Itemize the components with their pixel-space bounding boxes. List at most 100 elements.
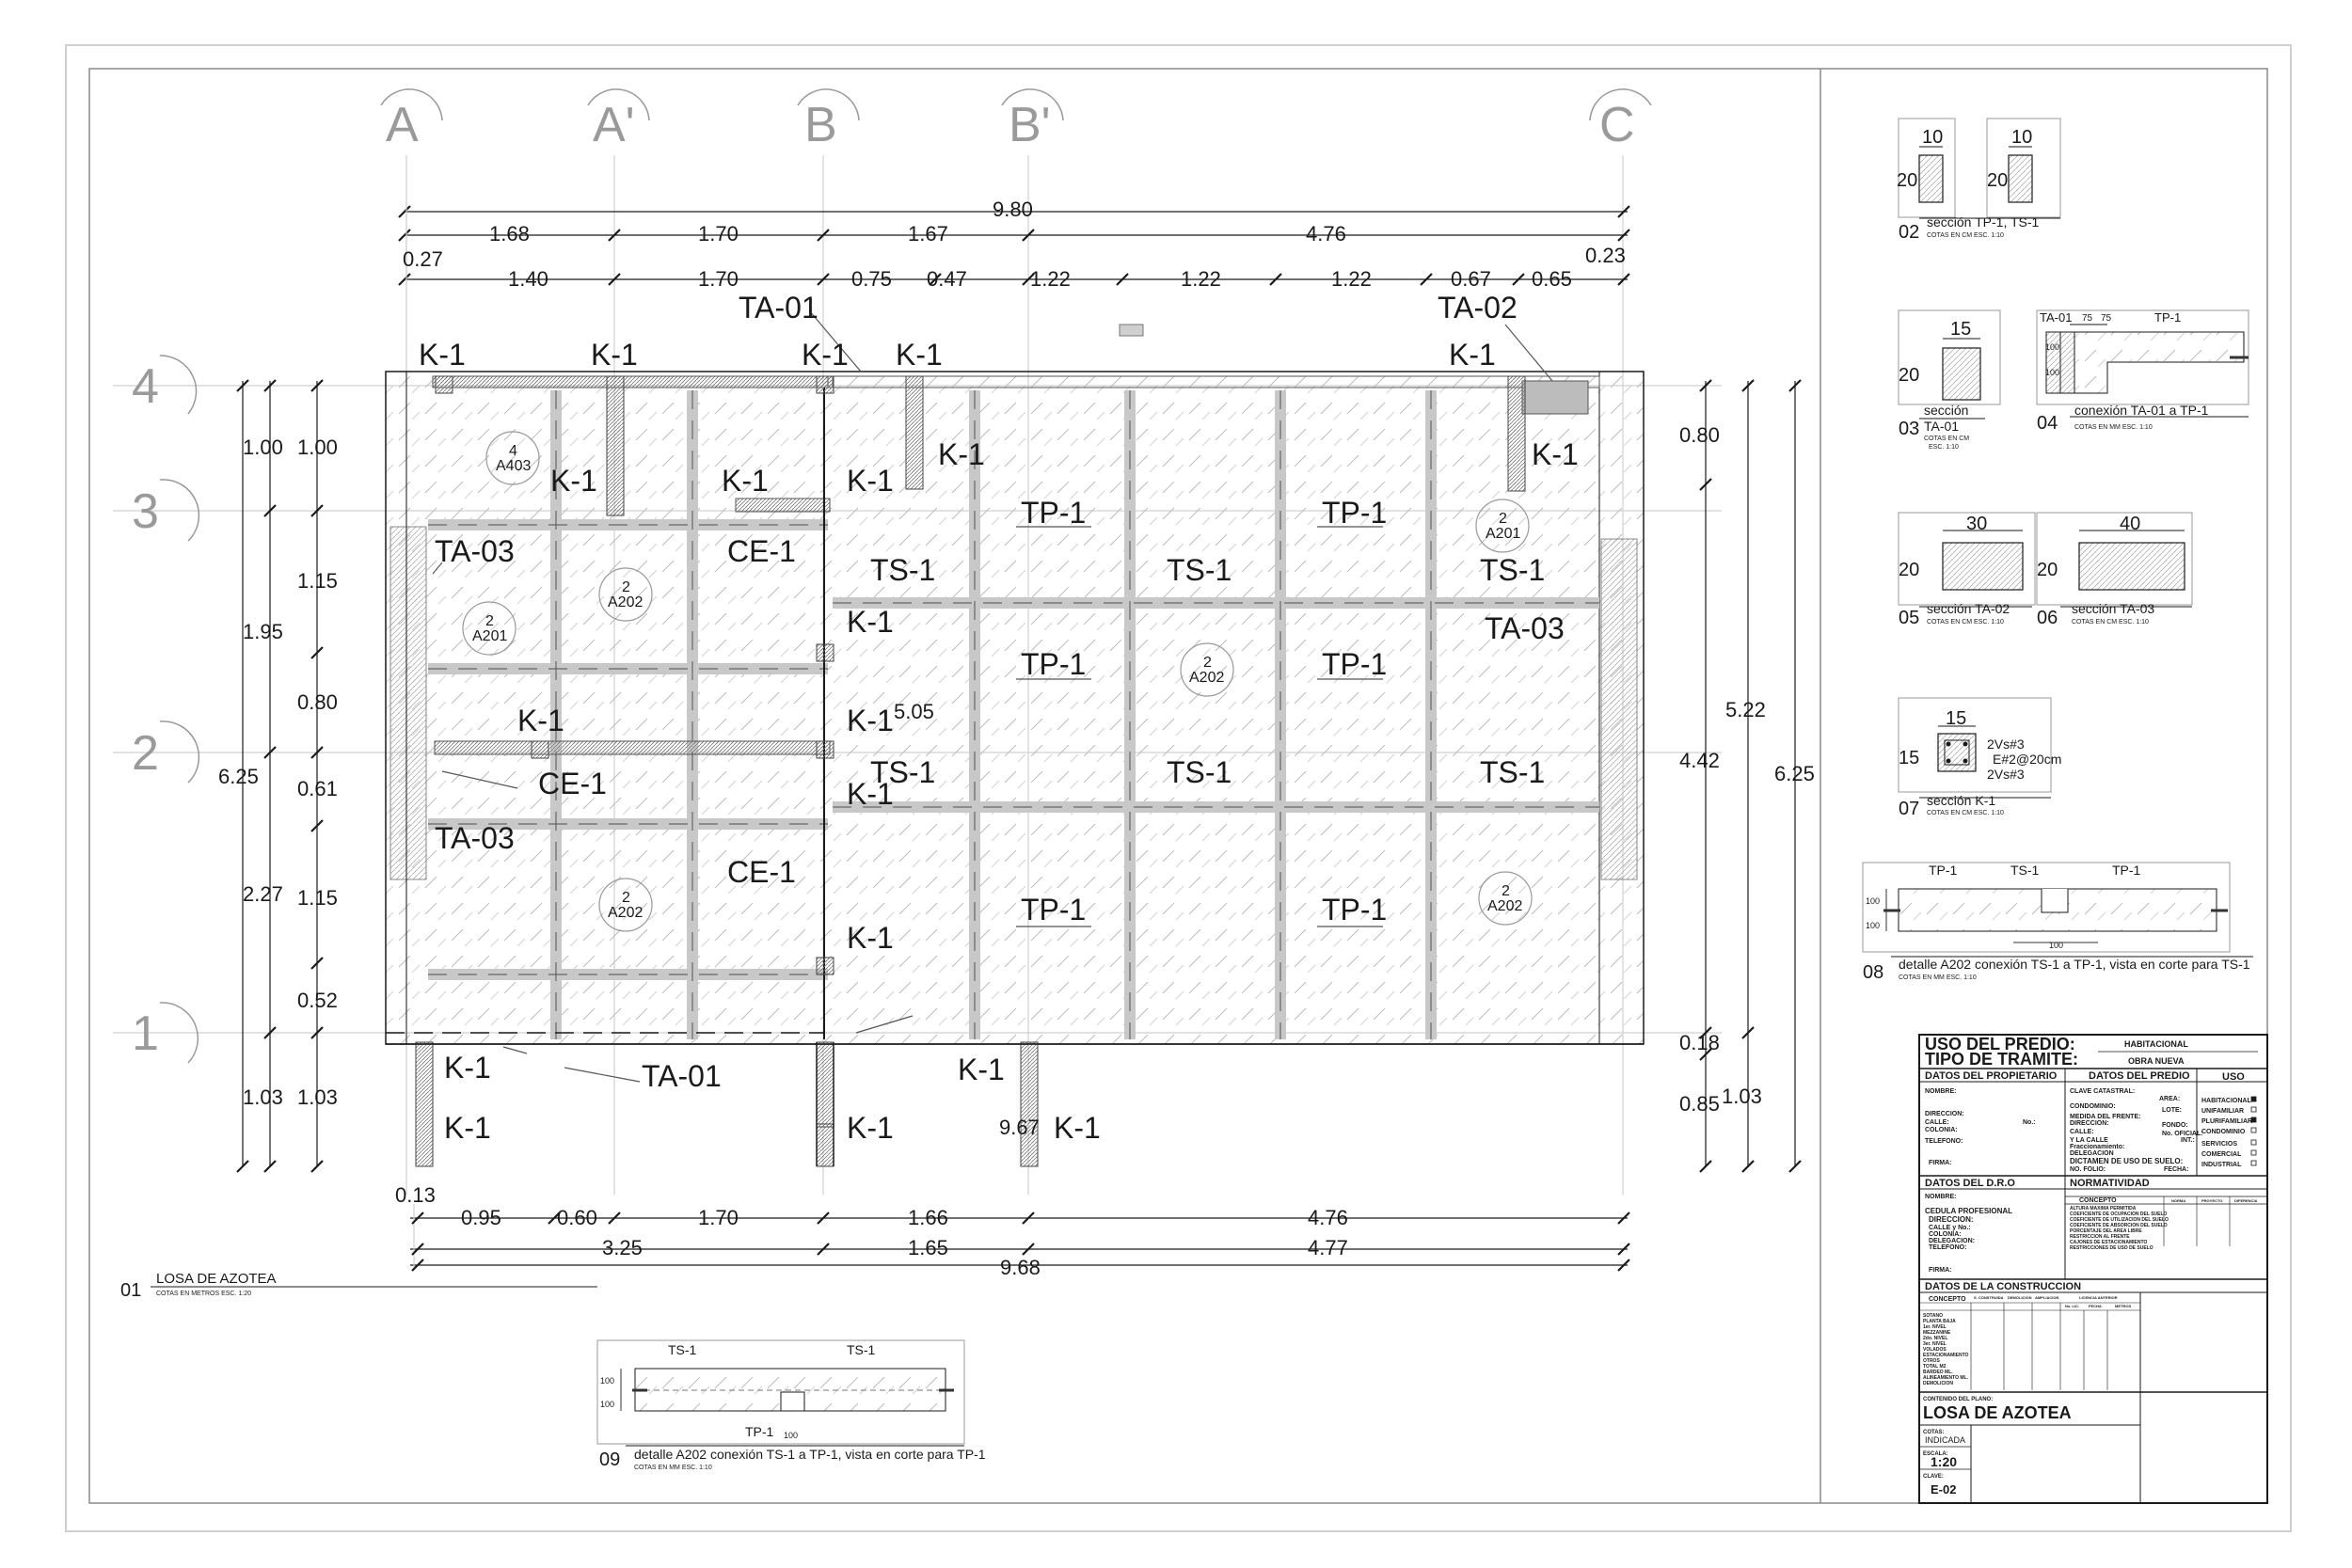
dim-center-v2: 9.67	[999, 1116, 1040, 1139]
bottom-dimension-text: 0.13 0.95 0.60 1.70 1.66 4.76 3.25 1.65 …	[395, 1183, 1348, 1279]
d03-name-a: sección	[1924, 403, 1968, 418]
detail-04: TA-01 TP-1 75 75 100 100 04 conexión TA-…	[2036, 309, 2249, 434]
element-labels: K-1 K-1 K-1 K-1 K-1 K-1 K-1 K-1 K-1 K-1 …	[419, 291, 1579, 1145]
tb-dro-f3: DIRECCION:	[1929, 1215, 1974, 1224]
tb-const-row-6: 3er. NIVEL	[1923, 1341, 1947, 1347]
dim-top2-9: 0.65	[1532, 267, 1572, 291]
tb-uso-head: USO	[2222, 1071, 2245, 1083]
tb-const-head: DATOS DE LA CONSTRUCCION	[1925, 1281, 2081, 1292]
label-ta01-top: TA-01	[739, 291, 818, 325]
detail-05: 30 20 05 sección TA-02 COTAS EN CM ESC. …	[1898, 512, 2036, 628]
axis-label-b: B	[804, 98, 837, 152]
dim-top-2: 1.70	[698, 222, 739, 245]
d04-dim-75-a: 75	[2082, 313, 2093, 324]
tb-uso-item-5: SERVICIOS	[2201, 1141, 2237, 1148]
row-axes: 4 3 2 1	[132, 355, 200, 1064]
ref-a403-num: 4	[509, 443, 517, 459]
label-k1: K-1	[938, 437, 985, 471]
d07-name: sección K-1	[1927, 793, 1995, 808]
d08-num: 08	[1863, 962, 1883, 983]
label-tp1: TP-1	[1021, 496, 1086, 530]
column-axes: A A' B B' C	[380, 88, 1652, 152]
tb-const-col-3: AMPLIACION	[2035, 1295, 2058, 1300]
label-k1: K-1	[419, 338, 466, 372]
label-ta01-bottom: TA-01	[642, 1059, 722, 1093]
label-tp1: TP-1	[1322, 647, 1387, 681]
axis-label-2: 2	[132, 726, 159, 781]
dim-top2-7: 1.22	[1331, 267, 1372, 291]
label-ta03: TA-03	[1485, 611, 1565, 645]
d02-h-2: 20	[1987, 170, 2008, 191]
tb-tramite-value: OBRA NUEVA	[2128, 1056, 2185, 1066]
tb-escala-label: ESCALA:	[1923, 1451, 1948, 1457]
tb-norm-row-8: RESTRICCIONES DE USO DE SUELO	[2070, 1245, 2153, 1251]
tp-beams	[550, 390, 1437, 1039]
ref-a201-num: 2	[485, 613, 494, 629]
tb-predio-f2: CONDOMINIO:	[2070, 1103, 2116, 1110]
dim-top2-6: 1.22	[1181, 267, 1221, 291]
label-k1: K-1	[444, 1051, 491, 1085]
label-ts1: TS-1	[870, 553, 935, 587]
dim-center-v1: 5.05	[894, 700, 934, 723]
d09-dim-2: 100	[600, 1400, 614, 1409]
label-k1: K-1	[444, 1111, 491, 1145]
tb-tramite-label: TIPO DE TRAMITE:	[1925, 1050, 2078, 1069]
tb-norm-row-2: COEFICIENTE DE OCUPACION DEL SUELO	[2070, 1212, 2168, 1217]
dim-left-inner-7: 1.03	[297, 1085, 338, 1109]
leader-lines	[432, 309, 1553, 1083]
d02-w-2: 10	[2011, 127, 2032, 148]
top-dimensions	[398, 198, 1630, 376]
uso-checkboxes	[2250, 1096, 2257, 1166]
tb-norm-col-3: DIFERENCIA	[2234, 1198, 2258, 1203]
label-tp1: TP-1	[1322, 893, 1387, 927]
tb-dro-f2: CEDULA PROFESIONAL	[1925, 1207, 2012, 1215]
d04-dim-100-b: 100	[2045, 368, 2059, 377]
d06-note: COTAS EN CM ESC. 1:10	[2072, 619, 2149, 626]
d02-name: sección TP-1, TS-1	[1927, 214, 2040, 230]
tb-uso-value: HABITACIONAL	[2124, 1039, 2188, 1049]
label-k1: K-1	[1054, 1111, 1101, 1145]
label-ce1: CE-1	[538, 767, 607, 800]
dim-top-right-offset: 0.23	[1585, 244, 1626, 267]
d04-ta: TA-01	[2040, 310, 2072, 325]
d06-h: 20	[2037, 560, 2058, 580]
d08-tp-right: TP-1	[2112, 863, 2141, 878]
d04-dim-100-a: 100	[2045, 342, 2059, 352]
tb-uso-label: USO DEL PREDIO:	[1925, 1035, 2075, 1053]
tb-norm-row-7: CAJONES DE ESTACIONAMIENTO	[2070, 1240, 2147, 1245]
dim-right-mid-2: 1.03	[1722, 1085, 1762, 1108]
d06-name: sección TA-03	[2072, 601, 2154, 616]
tb-const-sub-2: FECHA	[2089, 1304, 2102, 1308]
beam-dashes	[428, 390, 1599, 1039]
left-dimensions	[236, 379, 324, 1173]
detail-02: 10 10 20 20 02 sección TP-1, TS-1 COTAS …	[1897, 118, 2061, 243]
label-ce1: CE-1	[727, 534, 796, 568]
d02-w-1: 10	[1922, 127, 1943, 148]
tb-uso-item-4: CONDOMINIO	[2201, 1129, 2246, 1135]
tb-dro-f6: DELEGACION:	[1929, 1238, 1975, 1244]
d05-h: 20	[1899, 560, 1919, 580]
dim-left-mid-4: 1.03	[243, 1085, 283, 1109]
tb-const-row-9: OTROS	[1923, 1358, 1940, 1364]
dim-top2-3: 0.75	[851, 267, 892, 291]
main-title-name: LOSA DE AZOTEA	[156, 1271, 277, 1287]
detail-08: TP-1 TS-1 TP-1 100 100 100 08 detalle A2…	[1862, 862, 2253, 983]
dim-bottom2-3: 4.77	[1308, 1236, 1348, 1259]
dim-left-mid-3: 2.27	[243, 882, 283, 906]
tb-clave-value: E-02	[1931, 1482, 1956, 1497]
label-k1: K-1	[802, 338, 849, 372]
label-k1: K-1	[896, 338, 943, 372]
detail-06: 40 20 06 sección TA-03 COTAS EN CM ESC. …	[2036, 512, 2193, 628]
tb-const-col: CONCEPTO	[1929, 1296, 1966, 1303]
tb-norm-row-1: ALTURA MAXIMA PERMITIDA	[2070, 1206, 2137, 1212]
dim-left-outer: 6.25	[218, 765, 259, 788]
bottom-dimensions	[410, 1204, 1630, 1272]
tb-predio-r4: No. OFICIAL:	[2162, 1131, 2203, 1137]
axis-label-1: 1	[132, 1006, 159, 1061]
label-ta03: TA-03	[435, 534, 515, 568]
title-block-text: USO DEL PREDIO: HABITACIONAL TIPO DE TRA…	[1923, 1035, 2258, 1497]
tb-prop-f3: CALLE:	[1925, 1119, 1949, 1126]
label-ts1: TS-1	[1480, 755, 1545, 789]
tb-predio-r2: LOTE:	[2162, 1107, 2182, 1114]
detail-09: TS-1 TS-1 TP-1 100 100 100 09 detalle A2…	[596, 1339, 986, 1471]
